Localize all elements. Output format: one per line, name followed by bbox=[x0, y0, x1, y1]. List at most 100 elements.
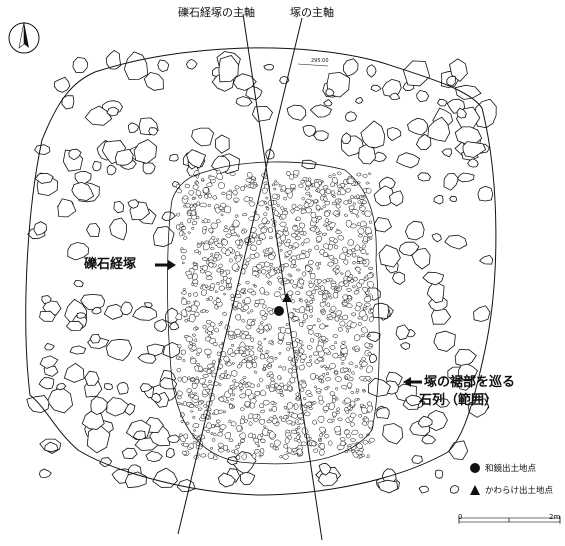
stone bbox=[334, 316, 340, 322]
stone bbox=[225, 362, 229, 365]
stone bbox=[333, 238, 338, 244]
stone bbox=[342, 199, 349, 205]
stone bbox=[92, 160, 102, 172]
stone bbox=[216, 267, 222, 273]
stone bbox=[217, 442, 225, 448]
stone bbox=[182, 204, 187, 208]
stone bbox=[245, 178, 253, 183]
stone bbox=[188, 292, 192, 297]
stone bbox=[216, 351, 221, 357]
stone bbox=[298, 279, 305, 285]
stone-row-pointer-arrow bbox=[403, 377, 422, 387]
stone bbox=[319, 449, 326, 456]
stone bbox=[446, 75, 456, 86]
stone bbox=[332, 195, 336, 198]
stone bbox=[328, 316, 334, 321]
stone bbox=[317, 318, 321, 323]
mound-axis-label: 塚の主軸 bbox=[290, 6, 334, 19]
stone bbox=[241, 319, 246, 323]
stone bbox=[300, 180, 306, 184]
stone bbox=[267, 363, 272, 367]
stone bbox=[196, 362, 200, 366]
stone bbox=[249, 401, 255, 409]
stone bbox=[200, 241, 204, 244]
stone bbox=[319, 442, 326, 450]
stone bbox=[257, 340, 263, 345]
stone bbox=[318, 230, 322, 234]
stone bbox=[205, 329, 209, 334]
stone bbox=[345, 187, 351, 193]
stone bbox=[314, 189, 319, 192]
stone bbox=[212, 341, 218, 347]
stone bbox=[208, 261, 214, 268]
stone bbox=[106, 164, 117, 176]
stone bbox=[271, 183, 275, 187]
stone bbox=[186, 388, 193, 393]
stone bbox=[241, 359, 247, 364]
contour-tick bbox=[297, 63, 329, 67]
stone bbox=[318, 261, 322, 265]
stone bbox=[194, 326, 199, 330]
stone bbox=[176, 367, 182, 373]
stone bbox=[316, 266, 320, 270]
stone bbox=[236, 234, 240, 238]
stone bbox=[249, 244, 257, 251]
stone bbox=[348, 205, 355, 210]
stone bbox=[224, 205, 232, 214]
stone bbox=[322, 348, 331, 354]
stone bbox=[241, 230, 246, 235]
stone bbox=[344, 429, 350, 435]
stone bbox=[293, 224, 297, 228]
stone bbox=[252, 413, 259, 420]
stone bbox=[260, 389, 267, 397]
stone bbox=[318, 378, 323, 383]
stone bbox=[240, 289, 245, 293]
stone bbox=[270, 342, 275, 346]
stone bbox=[39, 355, 59, 369]
legend-label: 和鏡出土地点 bbox=[485, 464, 537, 474]
stone bbox=[346, 433, 352, 439]
stone bbox=[116, 381, 129, 395]
stone bbox=[182, 232, 186, 236]
stone bbox=[162, 341, 181, 359]
stone bbox=[311, 441, 317, 447]
stone bbox=[324, 210, 330, 217]
stone bbox=[341, 132, 352, 145]
stone bbox=[258, 298, 266, 305]
stone bbox=[266, 247, 270, 251]
mound-outline bbox=[25, 47, 497, 496]
stone bbox=[269, 374, 275, 378]
stone bbox=[339, 187, 347, 196]
stone bbox=[298, 306, 306, 314]
stone bbox=[194, 392, 197, 395]
stone bbox=[287, 368, 293, 374]
stone bbox=[302, 177, 308, 182]
stone bbox=[289, 376, 296, 384]
stone bbox=[223, 228, 229, 233]
stone bbox=[184, 183, 190, 189]
scale-start-label: 0 bbox=[458, 513, 463, 521]
stone bbox=[272, 414, 277, 420]
stone bbox=[332, 352, 339, 359]
stone bbox=[348, 361, 354, 366]
stone bbox=[187, 218, 192, 224]
stone bbox=[329, 345, 336, 351]
stone bbox=[346, 288, 353, 292]
stone bbox=[278, 365, 283, 369]
stone bbox=[291, 259, 296, 265]
stone bbox=[354, 96, 364, 104]
stone bbox=[237, 442, 242, 446]
stone bbox=[218, 263, 223, 269]
stone bbox=[240, 415, 245, 420]
stone bbox=[340, 362, 345, 365]
stone bbox=[34, 144, 51, 156]
stone bbox=[365, 226, 373, 234]
stone bbox=[335, 387, 339, 391]
stone bbox=[209, 287, 215, 292]
stone bbox=[217, 448, 225, 453]
stone bbox=[236, 302, 243, 310]
legend-item-mirror: 和鏡出土地点 bbox=[470, 462, 536, 474]
stone bbox=[404, 220, 425, 241]
stone bbox=[293, 169, 300, 176]
stone bbox=[231, 393, 236, 397]
